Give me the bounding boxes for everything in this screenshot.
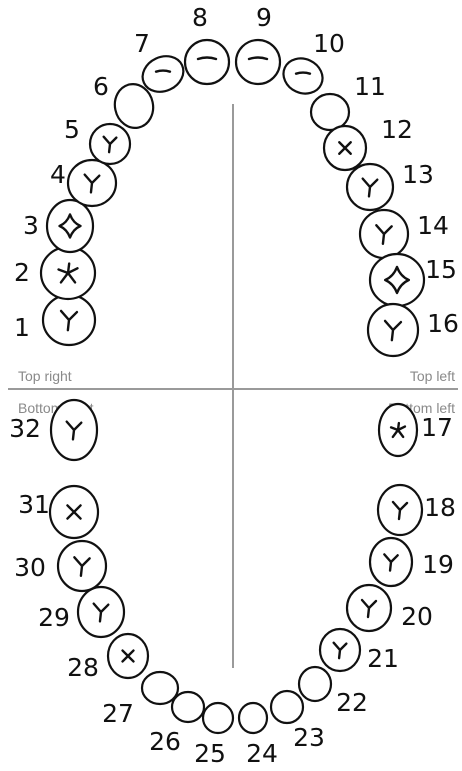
tooth-10-crown[interactable] [278,52,329,100]
tooth-number-label: 15 [425,255,457,284]
tooth-16[interactable]: 16 [368,304,459,356]
tooth-number-label: 10 [313,29,345,58]
tooth-3[interactable]: 3 [23,200,93,252]
tooth-7-groove [156,71,170,72]
tooth-15[interactable]: 15 [370,254,457,306]
tooth-number-label: 9 [256,3,272,32]
tooth-22-crown[interactable] [299,667,331,701]
tooth-number-label: 12 [381,115,413,144]
tooth-27-crown[interactable] [142,672,178,704]
tooth-10[interactable]: 10 [278,29,345,100]
tooth-31[interactable]: 31 [18,486,98,538]
tooth-number-label: 24 [246,739,278,768]
tooth-18[interactable]: 18 [378,485,456,535]
tooth-number-label: 31 [18,490,50,519]
tooth-10-groove [296,73,310,74]
tooth-number-label: 8 [192,3,208,32]
tooth-number-label: 17 [421,413,453,442]
tooth-30[interactable]: 30 [14,541,106,591]
tooth-number-label: 3 [23,211,39,240]
tooth-number-label: 21 [367,644,399,673]
tooth-number-label: 4 [50,160,66,189]
tooth-number-label: 27 [102,699,134,728]
tooth-19[interactable]: 19 [370,538,454,586]
tooth-number-label: 2 [14,258,30,287]
tooth-20[interactable]: 20 [347,585,433,631]
tooth-number-label: 32 [9,414,41,443]
tooth-4[interactable]: 4 [50,160,116,206]
tooth-1[interactable]: 1 [14,295,95,345]
tooth-29[interactable]: 29 [38,587,124,637]
tooth-21[interactable]: 21 [320,629,399,673]
tooth-number-label: 11 [354,72,386,101]
tooth-number-label: 28 [67,653,99,682]
tooth-3-crown[interactable] [47,200,93,252]
tooth-number-label: 26 [149,727,181,756]
tooth-23-crown[interactable] [271,691,303,723]
tooth-number-label: 6 [93,72,109,101]
tooth-number-label: 7 [134,29,150,58]
tooth-15-crown[interactable] [370,254,424,306]
tooth-number-label: 13 [402,160,434,189]
tooth-number-label: 25 [194,739,226,768]
tooth-13[interactable]: 13 [347,160,434,210]
tooth-14[interactable]: 14 [360,210,449,258]
tooth-5[interactable]: 5 [64,115,130,164]
tooth-9-crown[interactable] [236,40,280,84]
tooth-number-label: 16 [427,309,459,338]
tooth-25-crown[interactable] [203,703,233,733]
tooth-26-crown[interactable] [172,692,204,722]
quadrant-label-top-right: Top right [18,368,72,384]
tooth-number-label: 23 [293,723,325,752]
tooth-8-crown[interactable] [185,40,229,84]
tooth-11-crown[interactable] [311,94,349,130]
tooth-24-crown[interactable] [239,703,267,733]
tooth-number-label: 20 [401,602,433,631]
tooth-number-label: 19 [422,550,454,579]
tooth-22[interactable]: 22 [299,667,368,717]
tooth-8[interactable]: 8 [185,3,229,84]
tooth-2[interactable]: 2 [14,247,95,299]
tooth-number-label: 22 [336,688,368,717]
tooth-number-label: 18 [424,493,456,522]
quadrant-label-top-left: Top left [410,368,455,384]
tooth-28[interactable]: 28 [67,634,148,682]
tooth-9[interactable]: 9 [236,3,280,84]
tooth-number-label: 1 [14,313,30,342]
tooth-number-label: 30 [14,553,46,582]
tooth-number-label: 29 [38,603,70,632]
tooth-number-label: 5 [64,115,80,144]
tooth-number-label: 14 [417,211,449,240]
tooth-27[interactable]: 27 [102,672,178,728]
